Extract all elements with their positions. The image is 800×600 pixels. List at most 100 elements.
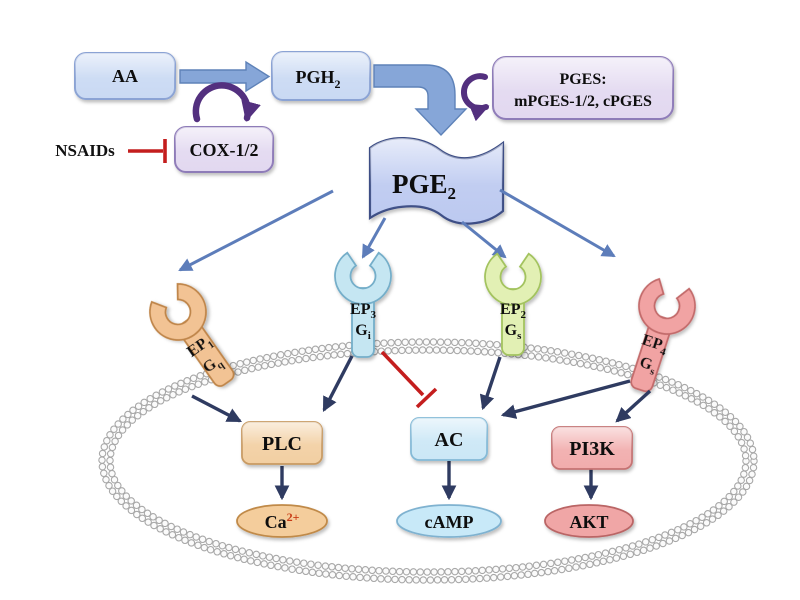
membrane-bead	[439, 346, 448, 354]
membrane-bead	[418, 346, 427, 354]
membrane-bead	[721, 408, 730, 416]
membrane-bead	[641, 538, 650, 546]
membrane-bead	[138, 505, 146, 514]
membrane-bead	[98, 449, 107, 458]
membrane-bead	[715, 502, 723, 510]
membrane-bead	[472, 339, 480, 348]
membrane-bead	[330, 351, 338, 359]
membrane-bead	[485, 566, 493, 574]
membrane-bead	[241, 366, 249, 375]
inhibit-ep3-to-ac-bar	[415, 387, 438, 409]
inhibit-ep3-to-ac-line	[380, 350, 425, 397]
membrane-bead	[114, 431, 123, 440]
membrane-bead	[175, 388, 183, 396]
membrane-bead	[517, 571, 525, 579]
membrane-bead	[704, 510, 712, 518]
membrane-bead	[554, 558, 562, 567]
arrow-pge2-to-ep4	[499, 188, 616, 258]
membrane-bead	[218, 541, 227, 550]
membrane-bead	[119, 415, 127, 423]
membrane-bead	[188, 382, 196, 391]
membrane-bead	[149, 513, 157, 521]
membrane-bead	[377, 575, 385, 583]
membrane-bead	[177, 379, 185, 388]
membrane-bead	[590, 362, 598, 371]
membrane-bead	[560, 349, 569, 357]
membrane-bead	[530, 569, 539, 578]
camp-node: cAMP	[396, 504, 502, 538]
membrane-bead	[106, 456, 114, 465]
membrane-bead	[447, 575, 456, 584]
membrane-bead	[198, 535, 207, 544]
membrane-bead	[356, 573, 364, 582]
membrane-bead	[581, 353, 590, 361]
membrane-bead	[496, 573, 505, 581]
membrane-bead	[249, 356, 258, 365]
membrane-bead	[242, 358, 251, 366]
membrane-bead	[425, 346, 434, 354]
cox-label: COX-1/2	[190, 140, 259, 160]
membrane-bead	[311, 345, 320, 354]
membrane-bead	[162, 393, 171, 402]
membrane-bead	[704, 396, 713, 405]
membrane-bead	[622, 544, 630, 552]
membrane-bead	[375, 566, 383, 575]
membrane-bead	[721, 417, 729, 426]
arrow-pge2-to-ep3	[361, 217, 387, 259]
membrane-bead	[419, 576, 428, 584]
membrane-bead	[245, 549, 254, 557]
membrane-bead	[714, 511, 722, 520]
membrane-bead	[412, 576, 420, 584]
membrane-bead	[430, 568, 438, 576]
membrane-bead	[335, 571, 344, 580]
membrane-bead	[401, 338, 409, 347]
membrane-bead	[437, 568, 445, 576]
membrane-bead	[518, 563, 527, 571]
membrane-bead	[256, 355, 264, 363]
membrane-bead	[612, 554, 621, 562]
membrane-bead	[189, 374, 198, 383]
membrane-bead	[338, 342, 347, 350]
membrane-bead	[272, 554, 280, 563]
membrane-bead	[574, 555, 583, 563]
membrane-bead	[639, 546, 648, 555]
membrane-bead	[702, 519, 711, 527]
nsaids-label: NSAIDs	[55, 141, 115, 160]
membrane-bead	[510, 571, 519, 580]
membrane-bead	[487, 348, 496, 356]
membrane-bead	[730, 498, 738, 506]
membrane-bead	[194, 380, 203, 388]
pgh2-node: PGH2	[271, 51, 371, 101]
aa-node-sheen	[75, 53, 175, 99]
membrane-bead	[108, 443, 117, 452]
membrane-bead	[633, 548, 641, 557]
membrane-bead	[726, 422, 734, 430]
membrane-bead	[471, 567, 480, 575]
membrane-bead	[716, 404, 724, 412]
membrane-bead	[458, 338, 466, 347]
membrane-bead	[281, 564, 289, 572]
membrane-bead	[196, 372, 205, 380]
membrane-bead	[684, 528, 693, 537]
arrow-aa-to-pgh2	[179, 60, 271, 93]
membrane-bead	[370, 574, 378, 583]
membrane-bead	[168, 531, 177, 539]
membrane-bead	[737, 438, 746, 447]
membrane-bead	[108, 487, 117, 495]
membrane-bead	[583, 361, 591, 369]
membrane-bead	[274, 359, 282, 367]
membrane-bead	[267, 561, 275, 570]
membrane-bead	[106, 450, 115, 458]
membrane-bead	[734, 433, 743, 441]
membrane-bead	[133, 411, 142, 420]
pi3k-node-sheen	[552, 427, 632, 469]
membrane-bead	[348, 565, 356, 573]
membrane-bead	[380, 339, 388, 347]
aa-node: AA	[74, 52, 176, 100]
membrane-bead	[671, 534, 680, 543]
membrane-bead	[158, 388, 167, 396]
membrane-bead	[411, 346, 420, 354]
membrane-bead	[194, 541, 202, 550]
membrane-bead	[388, 567, 397, 576]
pgh2-label: PGH2	[296, 67, 341, 91]
